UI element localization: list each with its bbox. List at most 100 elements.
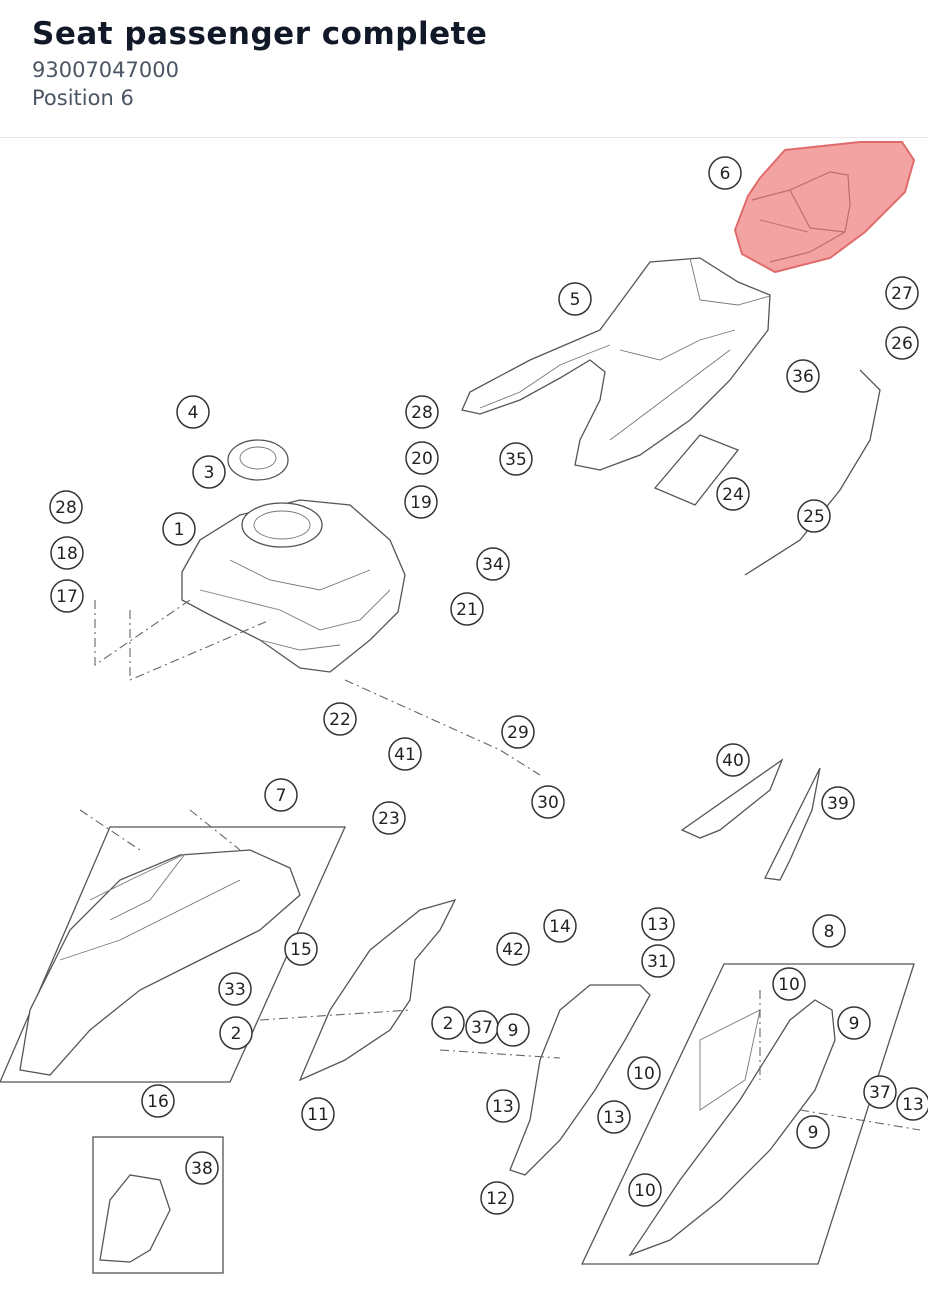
callout-circle	[218, 972, 252, 1006]
part-cable	[744, 369, 881, 576]
callout-circle	[885, 326, 919, 360]
callout-15[interactable]: 15	[284, 932, 318, 966]
callout-4[interactable]: 4	[176, 395, 210, 429]
callout-number: 13	[647, 915, 669, 935]
callout-18[interactable]: 18	[50, 536, 84, 570]
callout-10[interactable]: 10	[628, 1173, 662, 1207]
part-fuel-cap	[227, 439, 289, 481]
callout-20[interactable]: 20	[405, 441, 439, 475]
callout-number: 6	[720, 164, 731, 184]
callout-number: 10	[633, 1064, 655, 1084]
callout-8[interactable]: 8	[812, 914, 846, 948]
callout-circle	[450, 592, 484, 626]
callout-circle	[141, 1084, 175, 1118]
callout-34[interactable]: 34	[476, 547, 510, 581]
callout-circle	[812, 914, 846, 948]
callout-circle	[896, 1087, 928, 1121]
callout-24[interactable]: 24	[716, 477, 750, 511]
callout-27[interactable]: 27	[885, 276, 919, 310]
callout-number: 20	[411, 449, 433, 469]
callout-30[interactable]: 30	[531, 785, 565, 819]
callout-number: 14	[549, 917, 571, 937]
callout-41[interactable]: 41	[388, 737, 422, 771]
callout-number: 18	[56, 544, 78, 564]
callout-5[interactable]: 5	[558, 282, 592, 316]
callout-number: 26	[891, 334, 913, 354]
callout-35[interactable]: 35	[499, 442, 533, 476]
callout-10[interactable]: 10	[772, 967, 806, 1001]
callout-13[interactable]: 13	[486, 1089, 520, 1123]
callout-2[interactable]: 2	[431, 1006, 465, 1040]
callout-16[interactable]: 16	[141, 1084, 175, 1118]
callout-number: 25	[803, 507, 825, 527]
callout-6[interactable]: 6	[708, 156, 742, 190]
callout-19[interactable]: 19	[404, 485, 438, 519]
highlighted-part-seat-passenger[interactable]	[733, 141, 916, 274]
callout-40[interactable]: 40	[716, 743, 750, 777]
callout-number: 11	[307, 1105, 329, 1125]
callout-number: 28	[411, 403, 433, 423]
callout-circle	[558, 282, 592, 316]
callout-28[interactable]: 28	[405, 395, 439, 429]
callout-13[interactable]: 13	[597, 1100, 631, 1134]
callout-22[interactable]: 22	[323, 702, 357, 736]
part-16-box	[92, 1136, 224, 1274]
callout-25[interactable]: 25	[797, 499, 831, 533]
callout-31[interactable]: 31	[641, 944, 675, 978]
callout-23[interactable]: 23	[372, 801, 406, 835]
callout-13[interactable]: 13	[896, 1087, 928, 1121]
part-side-cover-right	[580, 963, 915, 1265]
callout-2[interactable]: 2	[219, 1016, 253, 1050]
callout-circle	[627, 1056, 661, 1090]
callout-circle	[496, 1013, 530, 1047]
callout-28[interactable]: 28	[49, 490, 83, 524]
callout-39[interactable]: 39	[821, 786, 855, 820]
part-center-covers	[298, 898, 651, 1176]
callout-9[interactable]: 9	[837, 1006, 871, 1040]
callout-11[interactable]: 11	[301, 1097, 335, 1131]
callout-21[interactable]: 21	[450, 592, 484, 626]
callout-7[interactable]: 7	[264, 778, 298, 812]
callout-3[interactable]: 3	[192, 455, 226, 489]
callout-10[interactable]: 10	[627, 1056, 661, 1090]
callout-number: 36	[792, 367, 814, 387]
callout-number: 21	[456, 600, 478, 620]
callout-circle	[404, 485, 438, 519]
callout-circle	[496, 932, 530, 966]
callout-circle	[431, 1006, 465, 1040]
part-toolkit-pouch	[653, 434, 740, 506]
callout-circle	[486, 1089, 520, 1123]
callout-circle	[50, 536, 84, 570]
callout-number: 41	[394, 745, 416, 765]
callout-circle	[543, 909, 577, 943]
assembly-lines	[79, 599, 921, 1131]
callout-circle	[405, 441, 439, 475]
callout-17[interactable]: 17	[50, 579, 84, 613]
callout-circle	[531, 785, 565, 819]
callout-38[interactable]: 38	[185, 1151, 219, 1185]
callout-number: 19	[410, 493, 432, 513]
callout-circle	[837, 1006, 871, 1040]
callout-number: 30	[537, 793, 559, 813]
callout-12[interactable]: 12	[480, 1181, 514, 1215]
callout-circle	[219, 1016, 253, 1050]
callout-37[interactable]: 37	[465, 1010, 499, 1044]
callout-number: 16	[147, 1092, 169, 1112]
callout-circle	[405, 395, 439, 429]
callout-circle	[797, 499, 831, 533]
callout-circle	[772, 967, 806, 1001]
callout-1[interactable]: 1	[162, 512, 196, 546]
callout-circle	[323, 702, 357, 736]
callout-13[interactable]: 13	[641, 907, 675, 941]
callout-circle	[863, 1075, 897, 1109]
callout-9[interactable]: 9	[496, 1013, 530, 1047]
callout-14[interactable]: 14	[543, 909, 577, 943]
callout-29[interactable]: 29	[501, 715, 535, 749]
callout-36[interactable]: 36	[786, 359, 820, 393]
callout-9[interactable]: 9	[796, 1115, 830, 1149]
callout-26[interactable]: 26	[885, 326, 919, 360]
callout-42[interactable]: 42	[496, 932, 530, 966]
callout-37[interactable]: 37	[863, 1075, 897, 1109]
callout-33[interactable]: 33	[218, 972, 252, 1006]
